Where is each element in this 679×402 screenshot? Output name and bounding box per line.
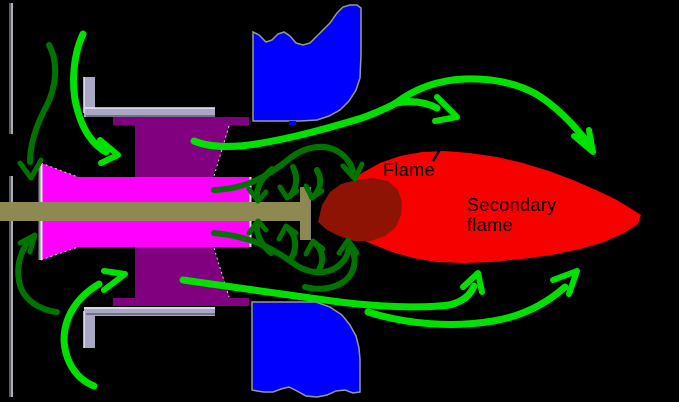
airflow-arrow-bottom-left-shaft [60,280,103,390]
swirler-block-bottom-edge [213,247,230,298]
cone-bottom-edge [40,246,79,261]
swirl-hook-bottom-3-head [246,218,269,236]
airflow-arrow-top-left-shaft [70,30,110,156]
liner-bracket-top-vertical [84,77,95,113]
liner-bracket-bottom [83,307,215,348]
swirl-hook-top-1-head [303,183,325,201]
swirl-hook-bottom-1-head [303,238,326,257]
secondary-flame-label-line1: Secondary [467,195,557,215]
swirl-hook-top-2-head [277,184,300,201]
fuel-shaft [0,202,300,221]
airflow-sweep-bottom-head [550,268,580,297]
inlet-arrow-bottom-left-head [17,232,38,255]
secondary-flame-shape [328,151,641,263]
inlet-arrow-top-left-head [17,157,44,181]
swirler-block-top-edge [213,125,230,177]
bluff-body-plate [300,187,309,240]
airflow-arrows [60,30,596,390]
wall-block-bottom [251,301,361,398]
swirler-flange-top [113,117,249,125]
wall-block-top-tab [289,121,296,125]
airflow-arrow-bottom-left-head [101,268,128,293]
primary-flame-label: Flame [383,160,435,180]
liner-bracket-top [83,77,215,117]
airflow-arch-top-head [571,127,596,155]
secondary-flame-label-line2: flame [467,215,513,235]
airflow-arch-top-shaft [392,75,591,146]
airflow-arrow-top-left-head [97,137,121,166]
swirl-arrow-bottom-long-shaft [211,230,352,276]
swirler-block-top [135,125,230,177]
airflow-branch-short-head [432,94,460,124]
airflow-stream-bottom-shaft [179,276,478,311]
primary-flame-shape [318,178,402,241]
recirculation-arrows [15,42,365,315]
liner-bracket-bottom-horizontal [84,307,215,316]
inlet-arrow-top-left-shaft [27,42,59,165]
swirl-hook-top-3-head [246,186,269,204]
airflow-stream-bottom-head [460,270,485,295]
swirl-loop-bottom-right [302,245,358,292]
wall-block-top [252,4,362,122]
liner-bracket-bottom-highlight [83,307,215,348]
cone-top-edge [40,162,79,178]
swirl-arrow-top-long-shaft [211,143,356,193]
liner-bracket-bottom-vertical [84,311,95,348]
airflow-sweep-bottom-shaft [364,283,569,328]
swirler-assembly [113,117,249,306]
liner-bracket-top-horizontal [84,108,215,117]
swirler-flange-bottom [113,298,249,306]
swirl-hook-bottom-2-head [276,223,299,242]
diagram-labels: Flame Secondary flame [383,150,557,235]
liner-bracket-top-highlight [83,77,215,113]
airflow-stream-top-shaft [190,99,400,150]
swirl-arrow-top-long-head [340,161,365,182]
furnace-wall-blocks [251,4,362,398]
primary-flame-leader-tick [431,150,441,162]
inlet-arrow-bottom-left-shaft [15,238,60,315]
